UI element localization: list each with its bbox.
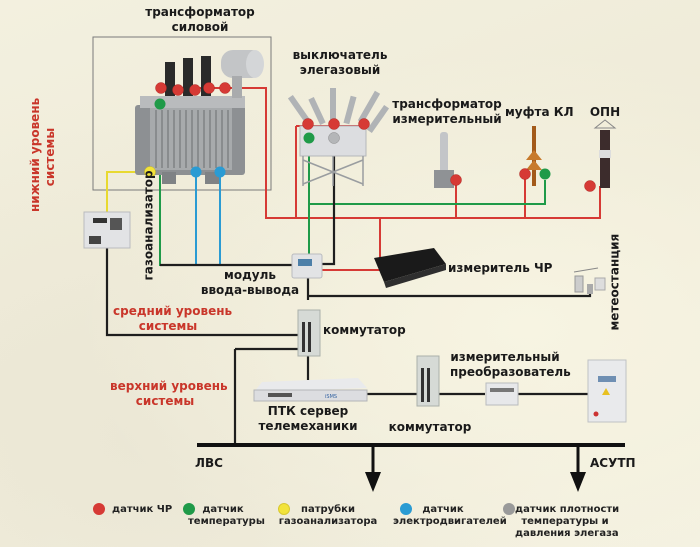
io-module[interactable]: [291, 253, 323, 279]
pd-sensor-icon: [302, 118, 314, 130]
power-transformer-frame: [92, 36, 272, 191]
pd-sensor-icon: [172, 84, 184, 96]
measuring-converter-label: измерительный преобразователь: [450, 350, 571, 379]
legend-temp-sensor-icon: [183, 503, 195, 515]
lower-level-label: нижний уровень системы: [28, 97, 57, 212]
motor-sensor-lines: [195, 172, 221, 265]
lan-arrow-icon: [365, 472, 381, 492]
temp-sensor-dots: [154, 98, 551, 180]
secondary-switch[interactable]: [416, 355, 440, 407]
instrument-transformer[interactable]: [434, 132, 454, 188]
ptk-server[interactable]: iSMS: [253, 378, 368, 402]
weather-station-label: метеостанция: [607, 233, 622, 331]
gas-analyzer[interactable]: [83, 211, 131, 249]
pd-sensor-icon: [358, 118, 370, 130]
legend-pd-sensor-icon: [93, 503, 105, 515]
cable-coupling[interactable]: [526, 126, 542, 186]
surge-arrester-label: ОПН: [589, 105, 621, 119]
secondary-switch-label: коммутатор: [388, 420, 472, 434]
apcs-arrow-icon: [570, 472, 586, 492]
pd-sensor-icon: [189, 84, 201, 96]
legend-gas-port-icon: [278, 503, 290, 515]
instrument-transformer-label: трансформатор измерительный: [392, 97, 502, 126]
io-module-label: модуль ввода-вывода: [200, 268, 300, 297]
apcs-label: АСУТП: [590, 456, 636, 470]
pd-sensor-icon: [203, 82, 215, 94]
ptk-server-label: ПТК сервер телемеханики: [258, 404, 358, 433]
pd-sensor-icon: [219, 82, 231, 94]
pd-sensor-dots: [155, 82, 596, 192]
pd-sensor-icon: [328, 118, 340, 130]
legend-motor-sensor-label: датчик электродвигателей: [393, 504, 507, 527]
motor-sensor-icon: [214, 166, 226, 178]
control-cabinet[interactable]: [587, 359, 627, 423]
legend-sf6-sensor-icon: [503, 503, 515, 515]
surge-arrester[interactable]: [593, 119, 617, 188]
main-switch[interactable]: [297, 309, 321, 357]
legend-gas-port-label: патрубки газоанализатора: [278, 504, 378, 527]
power-transformer[interactable]: [135, 50, 264, 184]
legend-sf6-sensor-label: датчик плотности температуры и давления …: [515, 504, 620, 539]
gas-port-icon: [144, 166, 156, 178]
legend-temp-sensor-label: датчик температуры: [188, 504, 265, 527]
pd-meter[interactable]: [374, 248, 446, 288]
main-switch-label: коммутатор: [323, 323, 406, 337]
weather-station[interactable]: [573, 267, 606, 294]
lan-bus: [197, 443, 625, 492]
power-transformer-label: трансформатор силовой: [145, 5, 255, 34]
legend-motor-sensor-icon: [400, 503, 412, 515]
lan-label: ЛВС: [195, 456, 223, 470]
pd-sensor-icon: [450, 174, 462, 186]
cable-coupling-label: муфта КЛ: [505, 105, 574, 119]
sf6-breaker-label: выключатель элегазовый: [292, 48, 388, 77]
gas-analyzer-label: газоанализатор: [141, 170, 156, 281]
legend-pd-sensor-label: датчик ЧР: [112, 504, 173, 515]
motor-sensor-icon: [190, 166, 202, 178]
sf6-sensor-icon: [328, 132, 340, 144]
middle-level-label: средний уровень системы: [113, 304, 233, 333]
upper-level-label: верхний уровень системы: [110, 379, 228, 408]
sf6-breaker[interactable]: [287, 88, 390, 186]
measuring-converter[interactable]: [485, 382, 519, 406]
temp-sensor-icon: [154, 98, 166, 110]
temp-sensor-icon: [539, 168, 551, 180]
pd-sensor-icon: [155, 82, 167, 94]
svg-text:iSMS: iSMS: [325, 394, 337, 400]
communication-lines: [105, 140, 592, 445]
temp-sensor-icon: [303, 132, 315, 144]
pd-meter-label: измеритель ЧР: [448, 261, 553, 275]
pd-sensor-icon: [584, 180, 596, 192]
pd-sensor-icon: [519, 168, 531, 180]
